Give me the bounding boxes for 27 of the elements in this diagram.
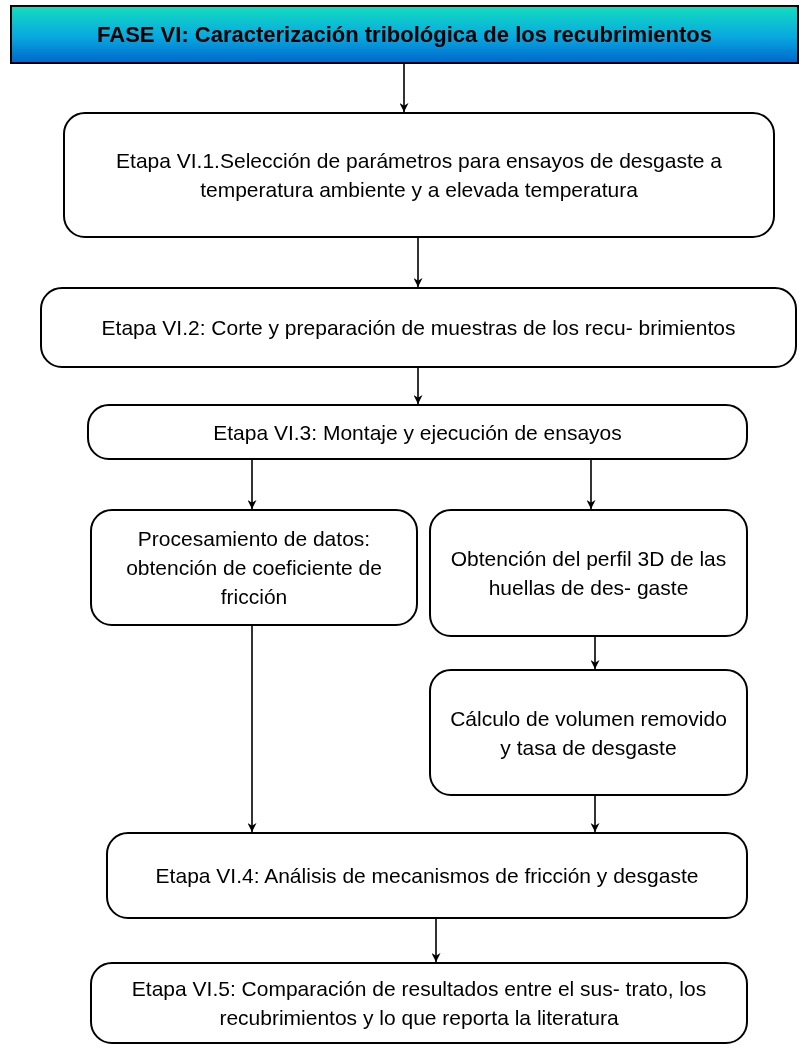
step-text: Procesamiento de datos: obtención de coeficiente de fricción <box>125 526 383 610</box>
arrow <box>590 636 600 670</box>
arrow <box>247 625 257 833</box>
step-text: Etapa VI.3: Montaje y ejecución de ensayos <box>213 419 622 446</box>
step-text: Etapa VI.4: Análisis de mecanismos de fricción y desgaste <box>155 863 699 889</box>
process-box <box>40 287 797 368</box>
process-box <box>90 962 748 1044</box>
step-text: Etapa VI.5: Comparación de resultados entre el sus- trato, los recubrimientos y lo que reporta la literatura <box>130 976 708 1031</box>
arrow <box>413 237 423 288</box>
arrow <box>431 918 441 963</box>
process-box <box>87 404 748 460</box>
step-text: Cálculo de volumen removido y tasa de desgaste <box>449 705 728 761</box>
process-box <box>90 509 418 626</box>
step-text: Obtención del perfil 3D de las huellas de des- gaste <box>449 546 728 601</box>
arrow <box>399 63 409 113</box>
step-text: Etapa VI.1.Selección de parámetros para ensayos de desgaste a temperatura ambiente y a elevada temperatura <box>115 148 723 203</box>
arrow <box>247 459 257 510</box>
process-box <box>63 112 775 238</box>
phase-title: FASE VI: Caracterización tribológica de los recubrimientos <box>97 21 712 49</box>
arrow <box>413 367 423 405</box>
process-box <box>429 509 748 637</box>
process-box <box>429 669 748 796</box>
process-box <box>106 832 748 919</box>
phase-header-box <box>10 5 799 64</box>
arrow <box>586 459 596 510</box>
step-text: Etapa VI.2: Corte y preparación de muestras de los recu- brimientos <box>101 315 736 341</box>
arrow <box>590 795 600 833</box>
